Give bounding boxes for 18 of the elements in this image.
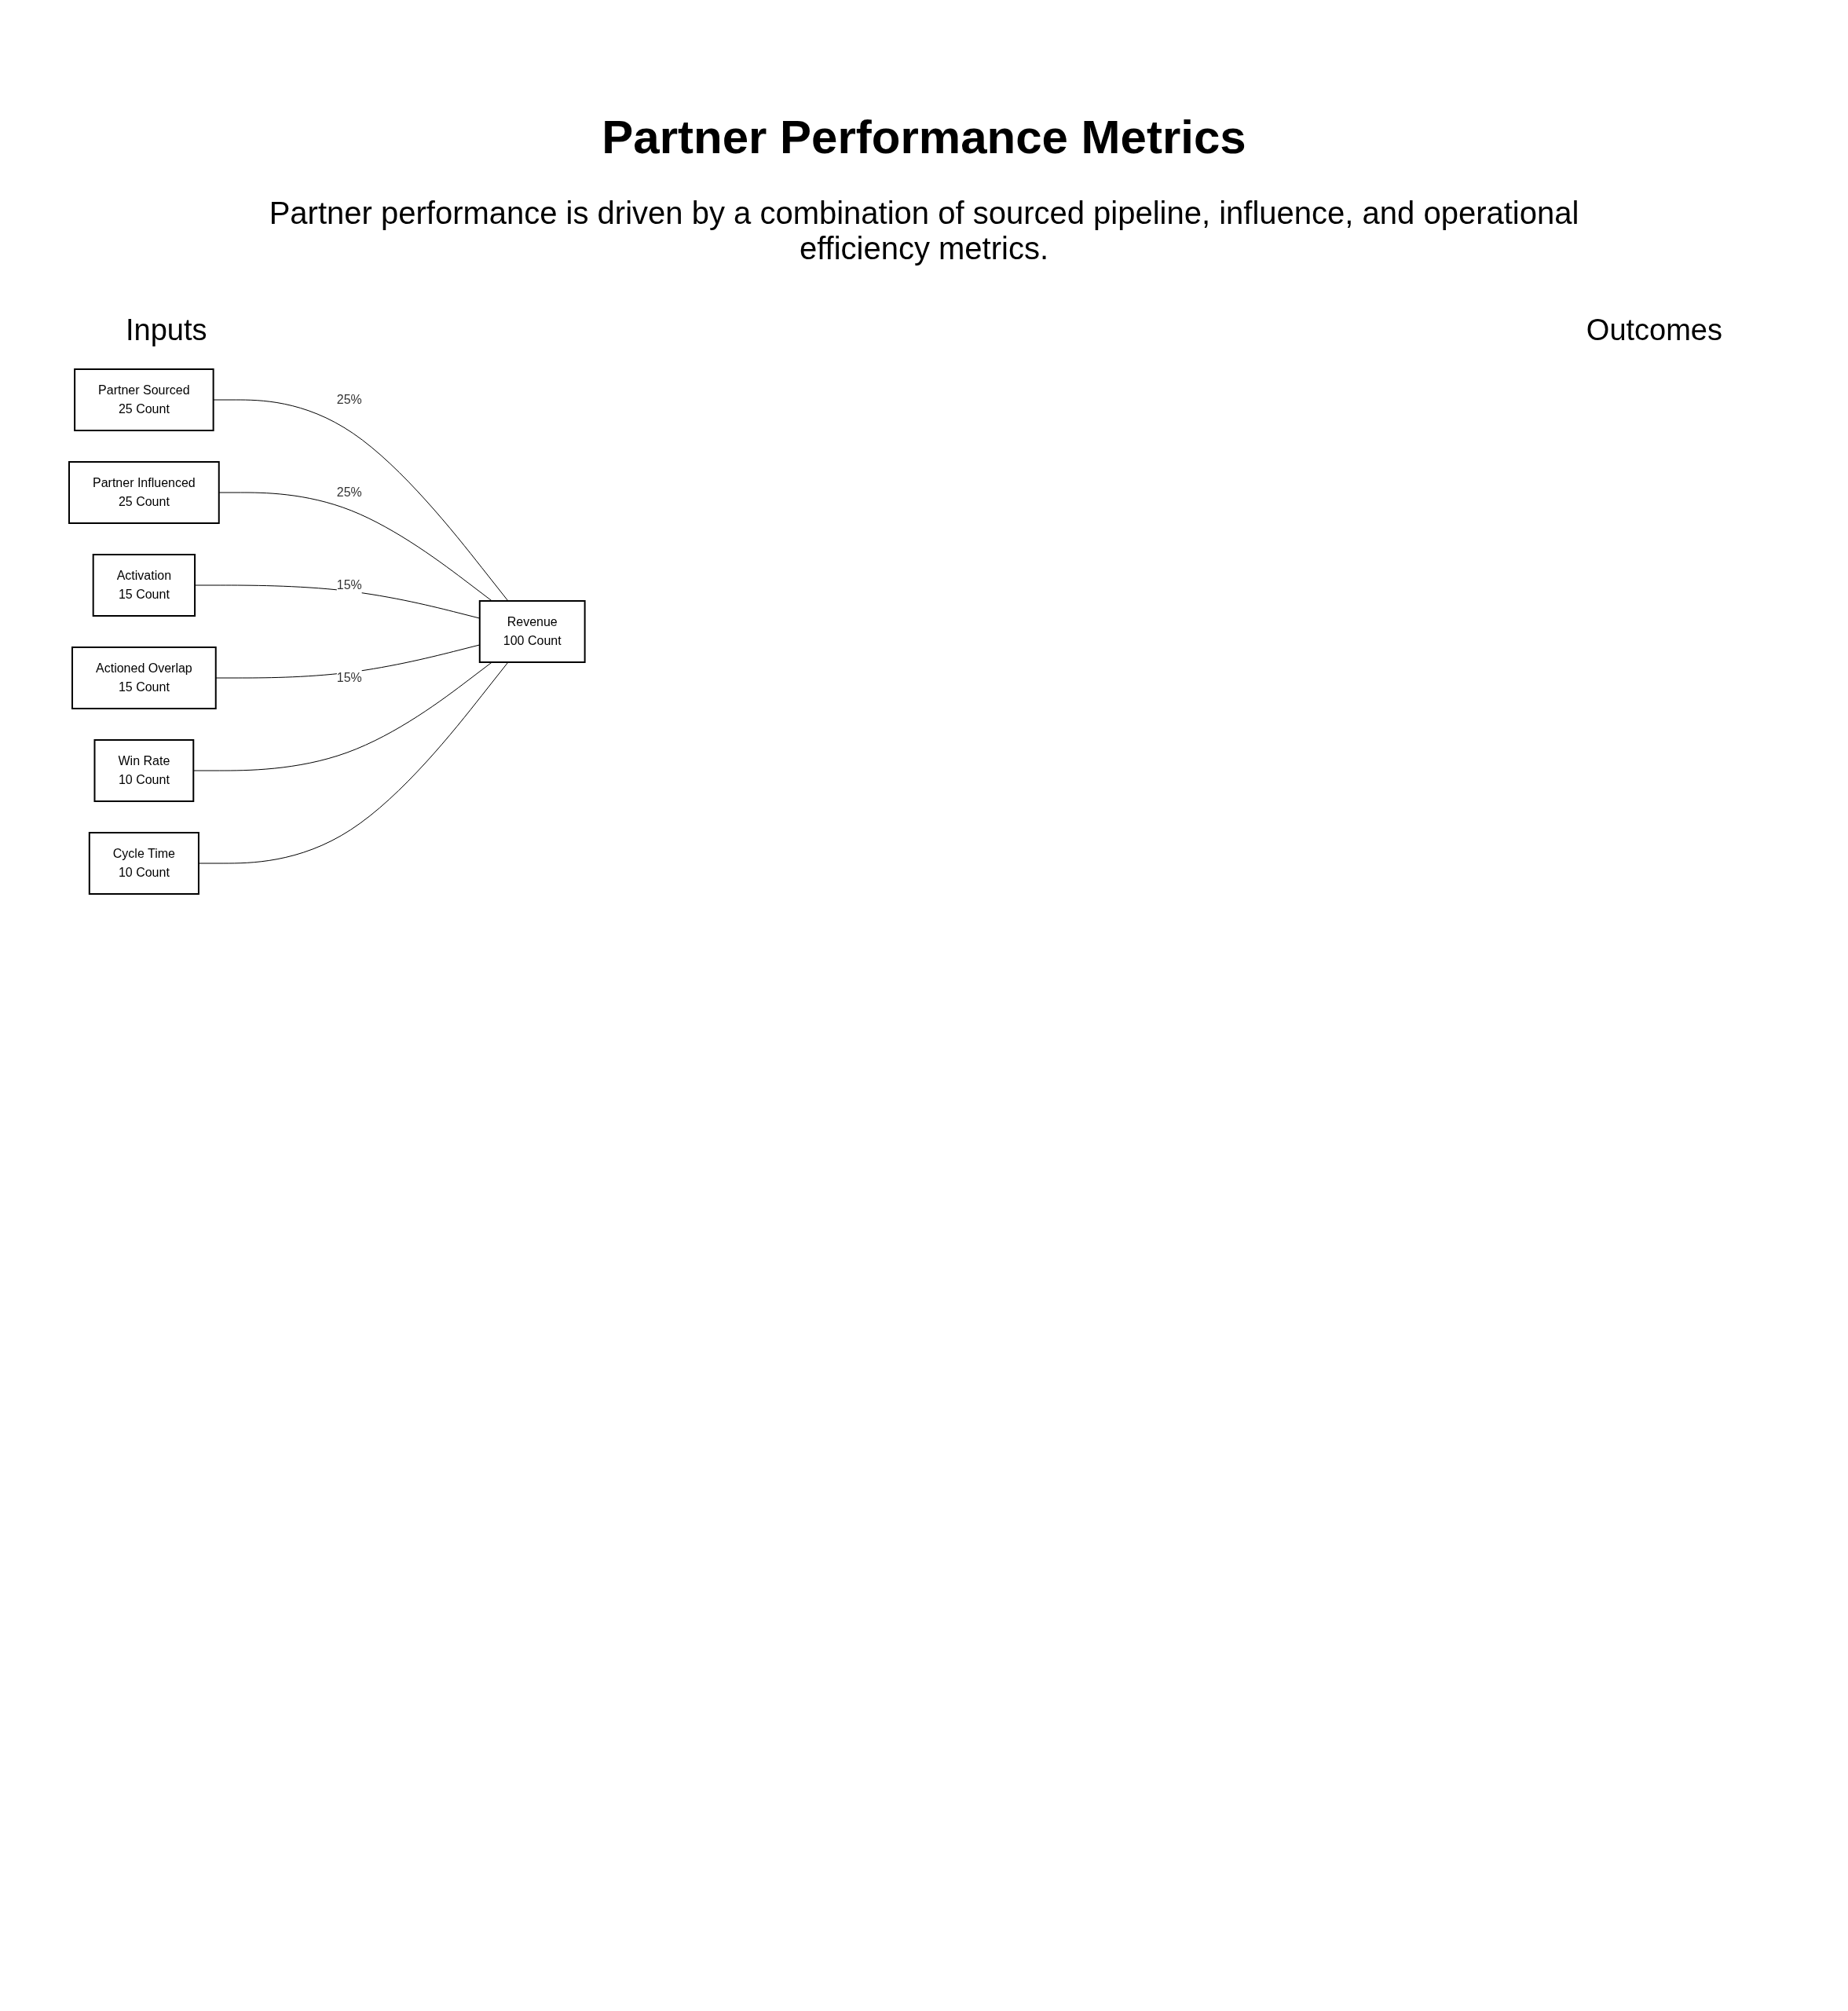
connector <box>218 492 492 602</box>
column-heading: Outcomes <box>1586 313 1722 347</box>
node-box: Cycle Time 10 Count <box>88 832 199 895</box>
edge-label: 15% <box>336 578 362 592</box>
node-box: Actioned Overlap 15 Count <box>71 647 217 709</box>
title: Partner Performance Metrics <box>601 110 1247 164</box>
node-box: Partner Influenced 25 Count <box>68 461 220 524</box>
connector <box>198 661 509 864</box>
edge-label: 25% <box>336 485 362 499</box>
node-box: Activation 15 Count <box>92 554 196 617</box>
edge-label: 15% <box>336 671 362 684</box>
node-box: Revenue 100 Count <box>478 600 586 663</box>
caption: Partner performance is driven by a combination of sourced pipeline, influence, and operational efficiency metrics. <box>268 196 1580 266</box>
column-heading: Inputs <box>126 313 207 347</box>
node-box: Win Rate 10 Count <box>93 739 195 802</box>
connector <box>213 399 509 602</box>
node-box: Partner Sourced 25 Count <box>74 368 214 431</box>
edge-label: 25% <box>336 393 362 406</box>
